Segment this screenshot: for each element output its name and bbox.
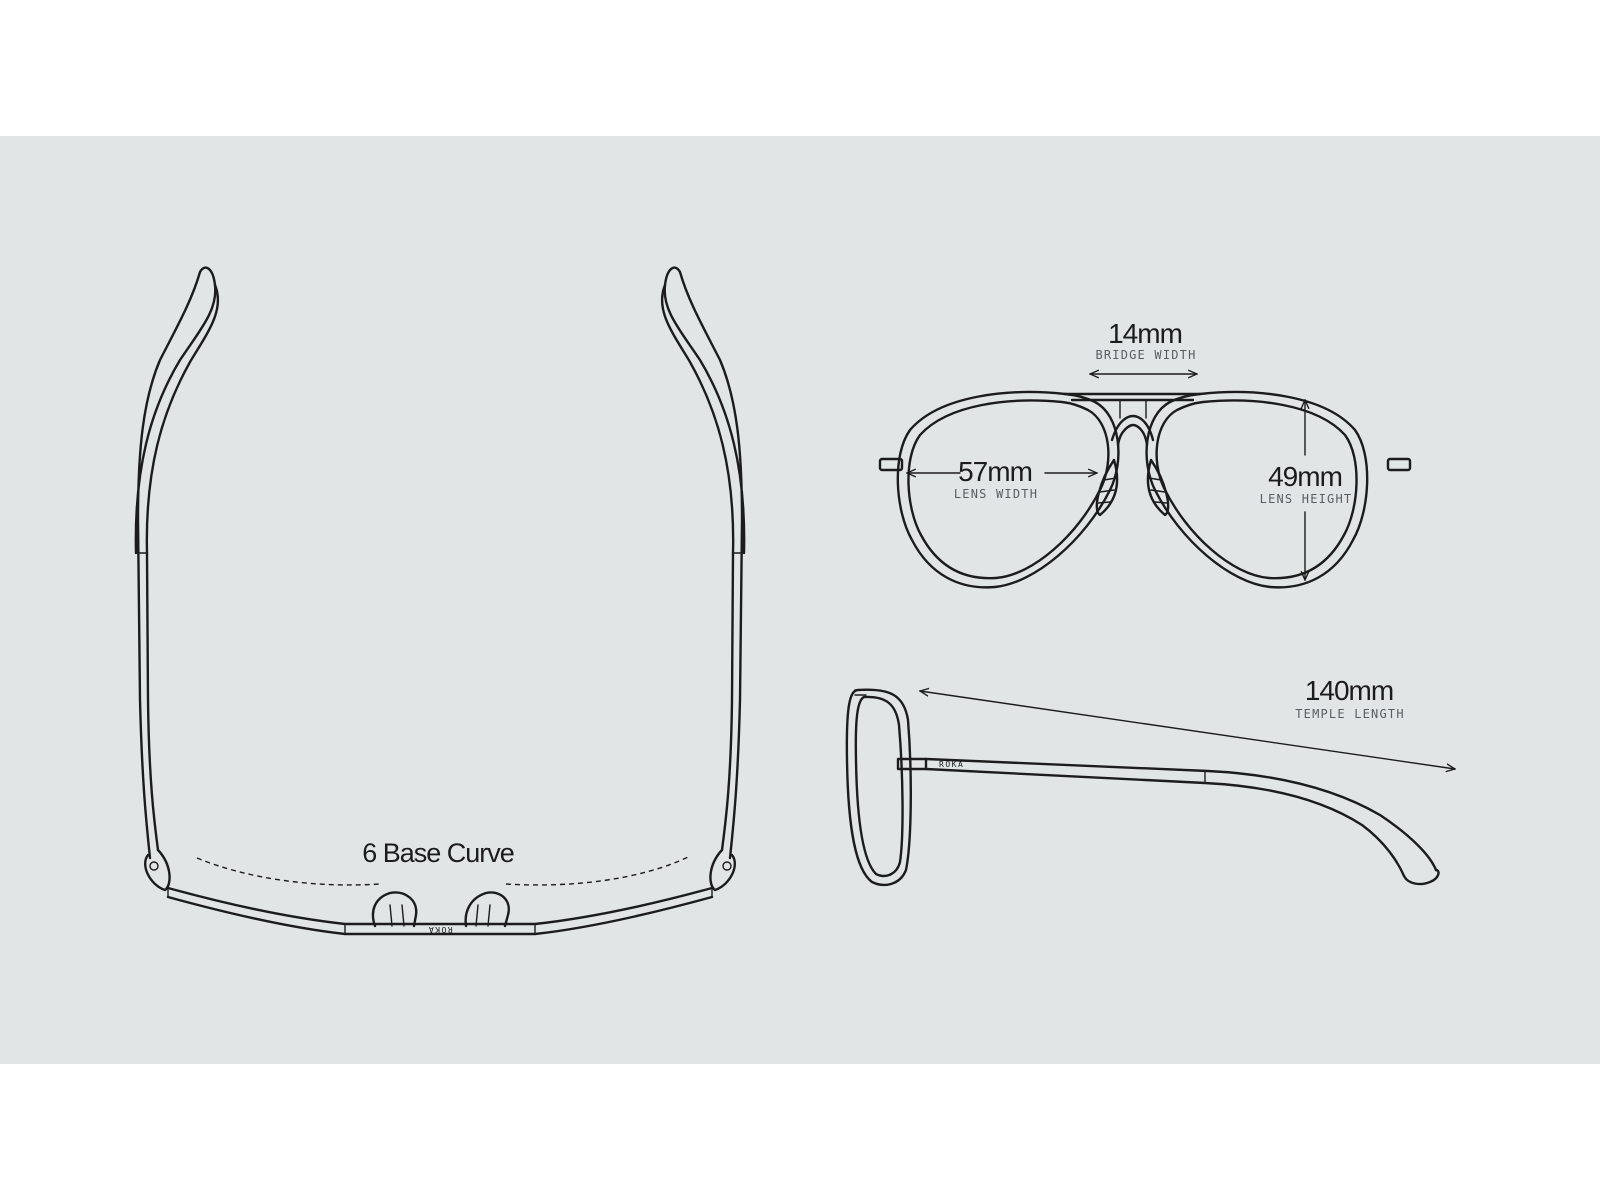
right-temple-hinge bbox=[1386, 457, 1412, 472]
lower-bridge bbox=[1116, 423, 1149, 447]
top-brand-mark: RŌKA bbox=[427, 925, 452, 935]
right-temple-lower bbox=[720, 551, 735, 852]
right-nose-pad bbox=[464, 891, 510, 928]
front-view-glasses: 14mm BRIDGE WIDTH 57mm LENS WIDTH 49mm L… bbox=[878, 318, 1412, 589]
side-temple-bottom bbox=[924, 767, 1440, 886]
base-curve-label: 6 Base Curve bbox=[362, 838, 514, 868]
right-hinge-screw bbox=[722, 861, 732, 871]
right-hinge bbox=[709, 848, 737, 892]
left-lens-outer bbox=[896, 390, 1120, 589]
side-lens-inner bbox=[854, 695, 904, 878]
bridge-width-label: BRIDGE WIDTH bbox=[1095, 348, 1196, 362]
left-hinge-screw bbox=[149, 861, 159, 871]
curve-guide-right bbox=[505, 856, 689, 886]
bridge-width-value: 14mm bbox=[1108, 318, 1182, 349]
temple-length-label: TEMPLE LENGTH bbox=[1295, 707, 1405, 721]
side-lens-top bbox=[854, 689, 867, 696]
left-nose-pad-detail bbox=[389, 904, 405, 927]
side-brand-mark: RŌKA bbox=[939, 759, 964, 769]
lens-height-value: 49mm bbox=[1268, 461, 1342, 492]
top-view-glasses: RŌKA 6 Base Curve bbox=[134, 266, 746, 936]
left-lens-inner bbox=[907, 399, 1110, 580]
right-temple-arm bbox=[663, 266, 746, 860]
temple-length-arrow bbox=[920, 691, 1455, 769]
right-lens-inner bbox=[1155, 399, 1358, 580]
right-pad-ridges bbox=[1148, 477, 1168, 504]
left-temple-hinge bbox=[878, 457, 904, 472]
lens-width-label: LENS WIDTH bbox=[954, 487, 1038, 501]
lens-width-value: 57mm bbox=[958, 456, 1032, 487]
left-temple-lower bbox=[145, 551, 160, 852]
curve-guide-left bbox=[196, 857, 381, 886]
left-nose-pad bbox=[371, 891, 418, 928]
left-temple-arm bbox=[134, 266, 217, 860]
top-bridge-bar bbox=[344, 923, 536, 935]
bridge-post bbox=[1119, 399, 1147, 419]
left-nose-pad-front bbox=[1095, 458, 1119, 517]
lower-bridge-outer bbox=[1110, 414, 1155, 442]
lens-height-label: LENS HEIGHT bbox=[1260, 492, 1353, 506]
left-hinge bbox=[143, 848, 171, 892]
side-temple-top bbox=[924, 757, 1438, 872]
right-temple-inner bbox=[660, 283, 735, 555]
left-temple-inner bbox=[145, 283, 220, 555]
diagram-panel bbox=[0, 136, 1600, 1064]
temple-length-value: 140mm bbox=[1305, 675, 1393, 706]
right-nose-pad-detail bbox=[475, 904, 491, 927]
side-view-glasses: RŌKA 140mm TEMPLE LENGTH bbox=[845, 675, 1455, 886]
left-pad-ridges bbox=[1097, 477, 1117, 504]
side-lens-outer bbox=[845, 688, 912, 886]
right-nose-pad-front bbox=[1146, 458, 1170, 517]
right-lens-outer bbox=[1145, 390, 1369, 589]
